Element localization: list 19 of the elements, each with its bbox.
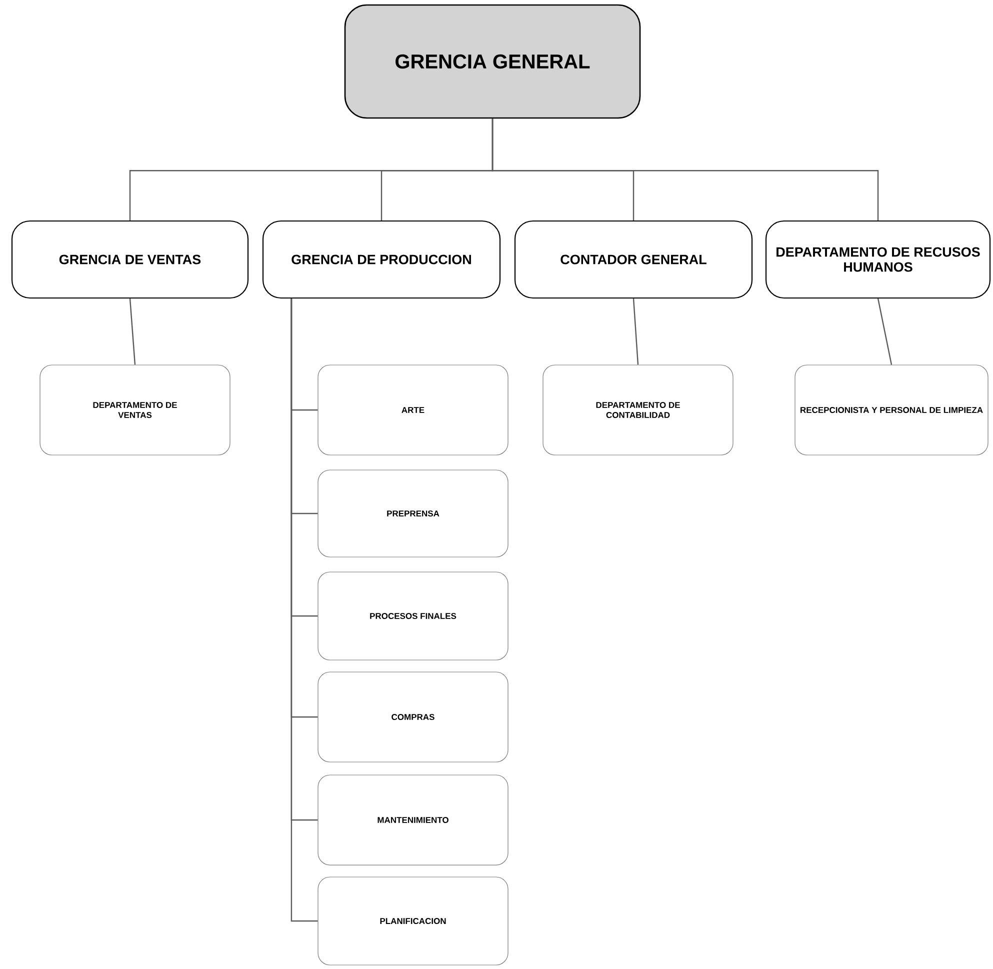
manager-box: GRENCIA DE PRODUCCION [262,220,501,299]
connector-line [877,298,892,365]
department-box: PREPRENSA [318,470,508,558]
department-box: RECEPCIONISTA Y PERSONAL DE LIMPIEZA [794,364,988,456]
manager-box: GRENCIA DE VENTAS [11,220,249,299]
connector-line [492,118,879,220]
department-box: COMPRAS [318,672,508,762]
department-box: ARTE [318,364,508,456]
department-box: PROCESOS FINALES [318,572,508,660]
connector-line [632,298,639,365]
department-box: PLANIFICACION [318,876,508,966]
connector-line [290,298,318,922]
root-box: GRENCIA GENERAL [344,4,641,119]
manager-box: DEPARTAMENTO DE RECUSOS HUMANOS [765,220,991,299]
connector-line [129,298,136,365]
manager-box: CONTADOR GENERAL [514,220,753,299]
department-box: DEPARTAMENTO DE VENTAS [40,364,230,456]
department-box: DEPARTAMENTO DE CONTABILIDAD [542,364,734,456]
department-box: MANTENIMIENTO [318,774,508,866]
